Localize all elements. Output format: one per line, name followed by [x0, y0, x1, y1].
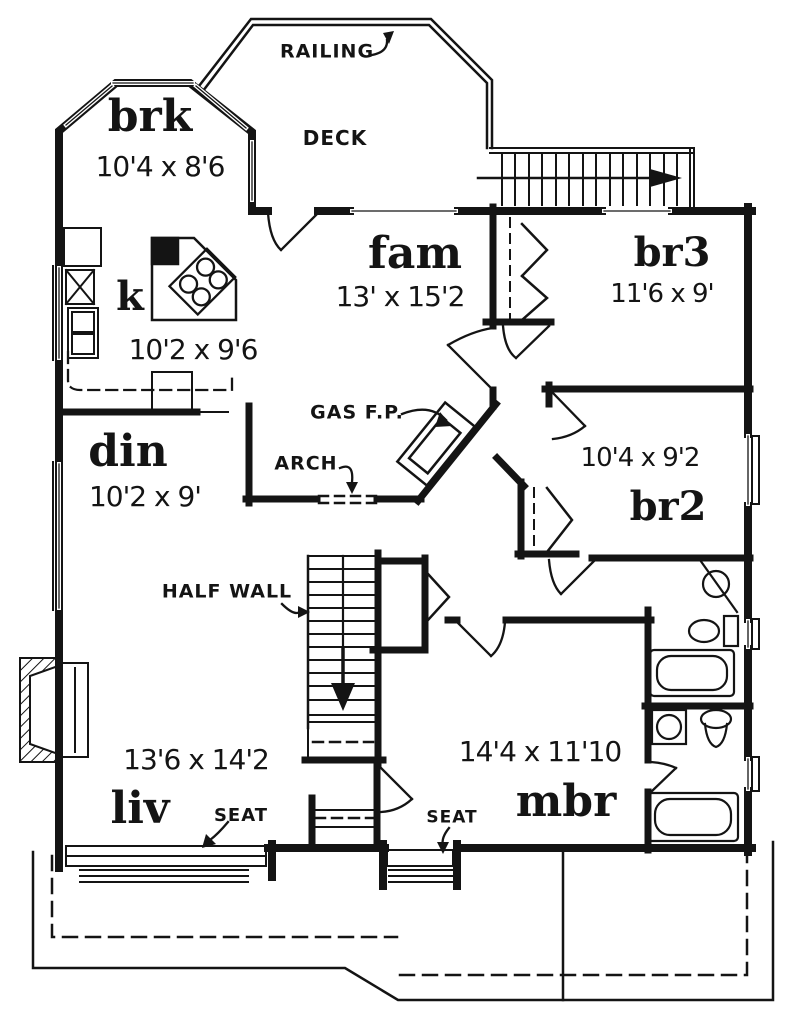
- bifold-door-icons: [426, 222, 574, 622]
- room-dims-brk: 10'4 x 8'6: [95, 150, 226, 183]
- door-swings: [266, 211, 678, 814]
- bathtub-icon: [648, 648, 736, 698]
- annotation-half-wall: HALF WALL: [161, 580, 293, 603]
- room-dims-mbr: 14'4 x 11'10: [458, 735, 622, 768]
- bathroom-1: [648, 558, 740, 698]
- deck-label: DECK: [302, 126, 368, 150]
- room-label-k: k: [116, 273, 144, 320]
- room-label-br3: br3: [633, 229, 711, 276]
- kitchen-counters: [63, 227, 193, 411]
- closet-dashed-lines: [509, 217, 535, 551]
- room-label-liv: liv: [110, 783, 170, 834]
- annotation-gas-fireplace: GAS F.P.: [310, 401, 404, 424]
- room-label-din: din: [88, 426, 168, 477]
- railing-label: RAILING: [279, 40, 375, 63]
- window-symbols: [52, 81, 760, 792]
- kitchen-counter-dashed: [66, 350, 234, 392]
- bathroom-2: [646, 708, 740, 843]
- window-seat-entry: [386, 849, 454, 883]
- arch-opening: [317, 494, 379, 505]
- window-seat-living: [65, 845, 267, 883]
- cooktop-icon: [167, 247, 237, 317]
- toilet-icon: [687, 614, 740, 648]
- sink-icon: [655, 713, 683, 741]
- bathtub-icon: [646, 791, 740, 843]
- right-arrow-icon: [650, 169, 682, 187]
- toilet-icon: [699, 708, 733, 749]
- interior-walls: [55, 203, 754, 854]
- annotation-arrows: [202, 31, 452, 854]
- room-dims-din: 10'2 x 9': [88, 480, 202, 513]
- room-label-mbr: mbr: [515, 776, 617, 827]
- annotation-seat-living: SEAT: [213, 805, 269, 826]
- room-dims-k: 10'2 x 9'6: [128, 333, 259, 366]
- entry-closet-rod: [313, 809, 376, 828]
- fireplace-icon: [19, 657, 89, 763]
- room-label-brk: brk: [107, 91, 193, 142]
- annotation-arch: ARCH: [274, 452, 338, 475]
- sink-icon: [701, 569, 731, 599]
- kitchen-island: [150, 236, 238, 322]
- room-label-fam: fam: [368, 228, 462, 279]
- down-arrow-icon: [331, 646, 355, 711]
- room-dims-br3: 11'6 x 9': [610, 279, 714, 309]
- deck-railing-outline: [197, 17, 494, 150]
- room-dims-fam: 13' x 15'2: [335, 280, 466, 313]
- room-dims-br2: 10'4 x 9'2: [580, 443, 701, 473]
- annotation-seat-entry: SEAT: [426, 807, 478, 828]
- porch-dashed-lines: [50, 854, 749, 977]
- room-dims-liv: 13'6 x 14'2: [123, 743, 270, 776]
- room-label-br2: br2: [629, 483, 707, 530]
